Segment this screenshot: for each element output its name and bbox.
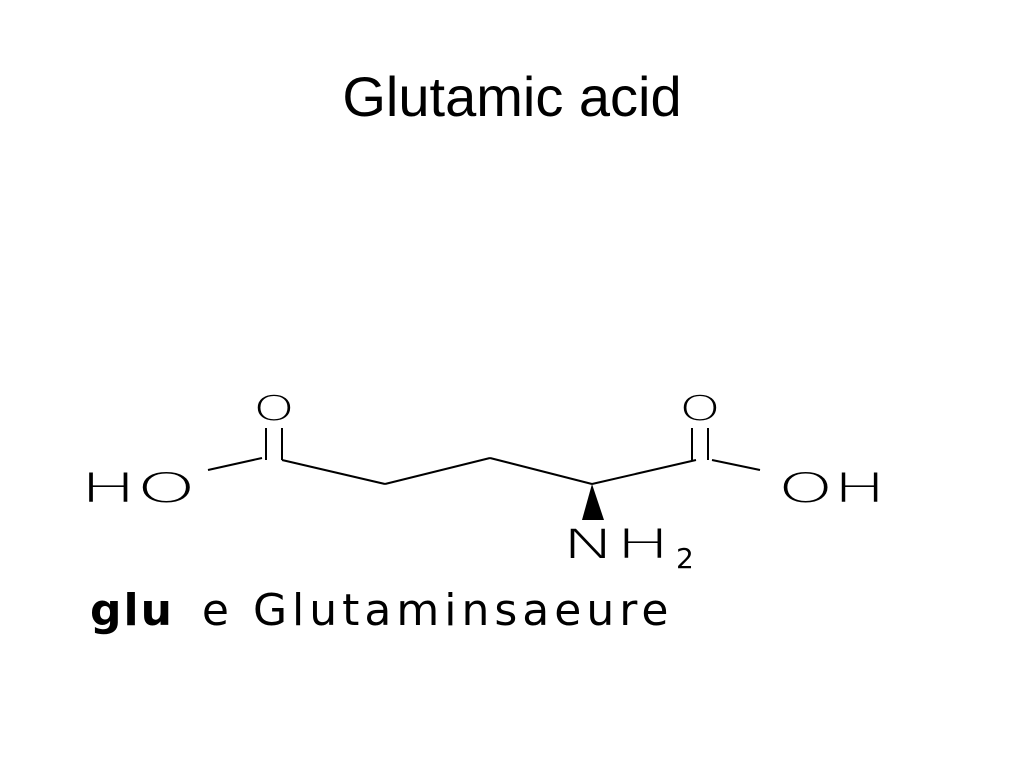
bond-left-chain-1: [281, 459, 386, 485]
double-bonds: [265, 428, 709, 460]
right-hydroxyl-label: OH: [778, 466, 886, 512]
left-carbonyl-oxygen-label: O: [254, 389, 295, 428]
bond-left-chain-3: [489, 457, 593, 485]
left-hydroxyl-label: HO: [80, 466, 196, 512]
caption-text: e Glutaminsaeure: [201, 585, 674, 636]
bond-left-chain-2: [384, 457, 491, 485]
wedge-bond: [582, 484, 604, 520]
slide-title: Glutamic acid: [342, 65, 682, 128]
bond-right-chain-1: [591, 459, 697, 485]
bond-right-oh: [711, 459, 761, 471]
amine-label: NH: [562, 522, 670, 568]
amine-subscript: 2: [676, 542, 694, 575]
caption-abbreviation: glu: [90, 585, 174, 636]
right-carbonyl-oxygen-label: O: [680, 389, 721, 428]
bond-left-oh: [207, 457, 263, 471]
caption: glu e Glutaminsaeure: [90, 584, 673, 638]
bond-skeleton: [207, 457, 761, 485]
